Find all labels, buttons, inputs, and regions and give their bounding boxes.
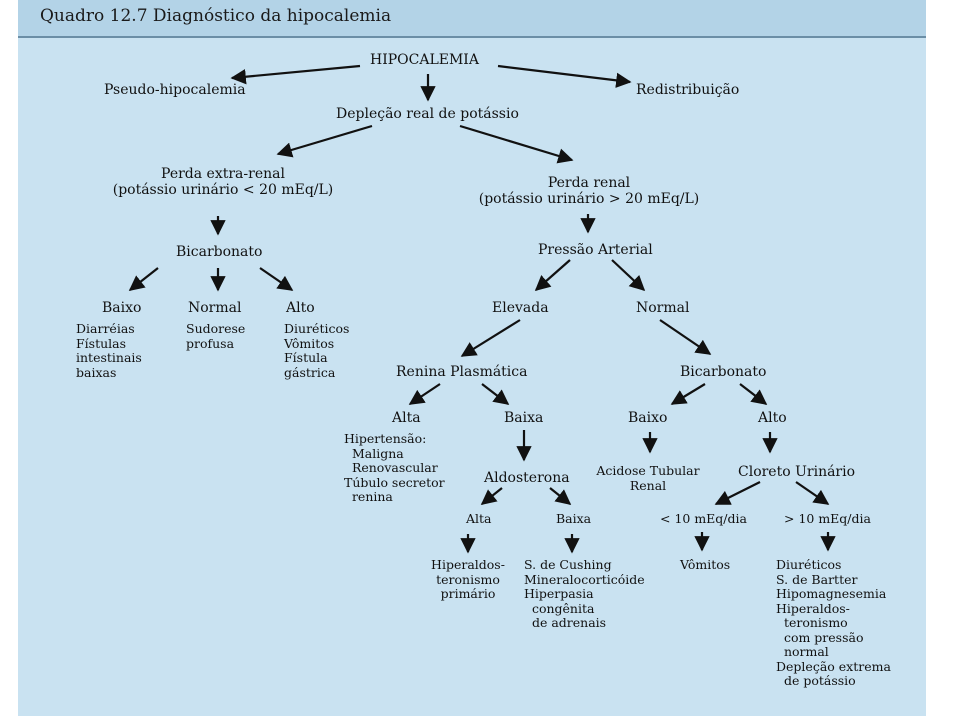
node-bicarbonato-alto: Alto: [758, 410, 787, 426]
node-renina-plasmatica: Renina Plasmática: [396, 364, 528, 380]
node-gt10: > 10 mEq/dia: [784, 511, 871, 526]
causes-normal-left: Sudorese profusa: [186, 321, 246, 351]
node-hipocalemia: HIPOCALEMIA: [370, 52, 479, 68]
causes-renina-alta: Hipertensão: Maligna Renovascular Túbulo…: [344, 431, 445, 504]
arrow-pressao-normal: [611, 259, 646, 292]
arrow-elevada-renina: [460, 319, 521, 357]
node-normal-left: Normal: [188, 300, 242, 316]
node-normal-pa: Normal: [636, 300, 690, 316]
arrow-pressao-elevada: [534, 259, 571, 292]
arrow-cloreto-lt10: [714, 481, 761, 505]
arrow-aldo-alta: [480, 487, 503, 505]
node-renina-baixa: Baixa: [504, 410, 544, 426]
arrow-root-redistrib: [497, 64, 632, 88]
node-alto-left: Alto: [286, 300, 315, 316]
node-baixo-left: Baixo: [102, 300, 142, 316]
causes-baixo-left: Diarréias Fístulas intestinais baixas: [76, 321, 142, 380]
diagram-panel: [18, 0, 926, 716]
node-bicarbonato-baixo: Baixo: [628, 410, 668, 426]
causes-aldo-baixa: S. de Cushing Mineralocorticóide Hiperpa…: [524, 557, 645, 630]
node-perda-renal: Perda renal (potássio urinário > 20 mEq/…: [478, 175, 700, 207]
arrow-bicarb-r-alto: [739, 383, 768, 405]
node-renina-alta: Alta: [392, 410, 421, 426]
node-redistribuicao: Redistribuição: [636, 82, 740, 98]
node-acidose-tubular: Acidose Tubular Renal: [596, 463, 700, 493]
node-pseudo-hipocalemia: Pseudo-hipocalemia: [104, 82, 246, 98]
node-elevada: Elevada: [492, 300, 549, 316]
node-aldo-alta: Alta: [466, 511, 492, 526]
arrow-aldo-baixa: [549, 487, 572, 505]
arrow-renina-baixa: [481, 383, 510, 405]
node-aldosterona: Aldosterona: [484, 470, 570, 486]
node-deplecao: Depleção real de potássio: [336, 106, 519, 122]
node-bicarbonato-left: Bicarbonato: [176, 244, 263, 260]
header-bar: Quadro 12.7 Diagnóstico da hipocalemia: [18, 0, 926, 38]
arrow-deplecao-extra: [276, 124, 373, 158]
node-perda-extra-renal: Perda extra-renal (potássio urinário < 2…: [112, 166, 334, 198]
node-vomitos: Vômitos: [680, 557, 731, 572]
arrow-renina-alta: [408, 383, 441, 405]
page-title: Quadro 12.7 Diagnóstico da hipocalemia: [40, 6, 392, 26]
node-aldo-baixa: Baixa: [556, 511, 592, 526]
arrow-root-pseudo: [230, 64, 361, 85]
causes-alto-left: Diuréticos Vômitos Fístula gástrica: [284, 321, 350, 380]
arrow-bicarb-r-baixo: [670, 383, 706, 405]
arrow-cloreto-gt10: [795, 481, 830, 505]
node-bicarbonato-right: Bicarbonato: [680, 364, 767, 380]
arrow-bicarb-alto: [259, 267, 294, 291]
arrow-bicarb-baixo: [128, 267, 159, 291]
node-lt10: < 10 mEq/dia: [660, 511, 747, 526]
arrow-deplecao-renal: [459, 124, 574, 164]
arrow-normal-bicarb: [659, 319, 712, 355]
node-cloreto-urinario: Cloreto Urinário: [738, 464, 856, 480]
node-pressao-arterial: Pressão Arterial: [538, 242, 653, 258]
causes-aldo-alta: Hiperaldos- teronismo primário: [431, 557, 505, 601]
causes-gt10: Diuréticos S. de Bartter Hipomagnesemia …: [776, 557, 891, 688]
